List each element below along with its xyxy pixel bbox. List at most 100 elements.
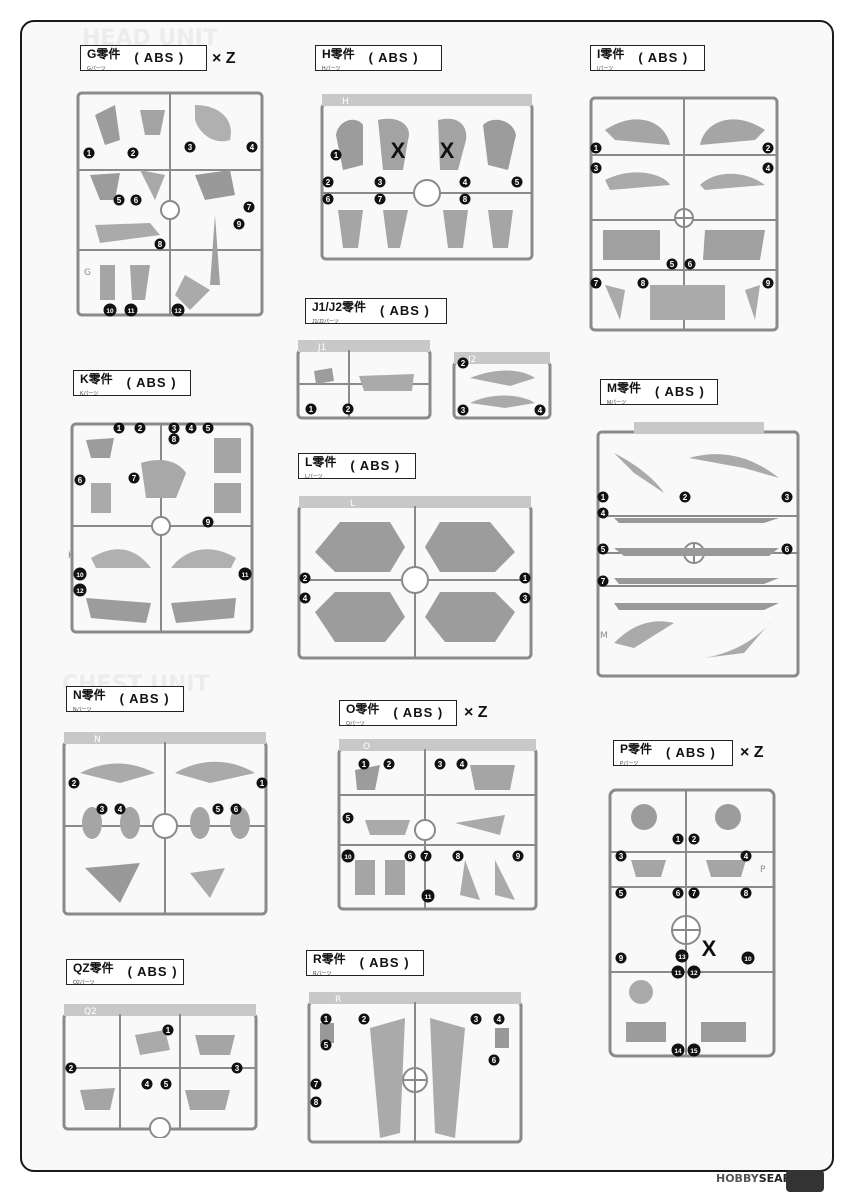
- part-number-badge: 3: [590, 162, 602, 174]
- svg-text:7: 7: [378, 195, 383, 204]
- section-subtitle: J1/J2パーツ: [312, 319, 339, 325]
- part-number-badge: 5: [342, 812, 354, 824]
- svg-text:4: 4: [766, 164, 771, 173]
- material-label: ( ABS ): [368, 50, 419, 65]
- section-subtitle: Nパーツ: [73, 707, 92, 713]
- part-number-badge: 5: [160, 1078, 172, 1090]
- svg-text:8: 8: [456, 852, 461, 861]
- svg-text:4: 4: [538, 406, 543, 415]
- part-number-badge: 1: [590, 142, 602, 154]
- part-number-badge: 9: [202, 516, 214, 528]
- svg-text:12: 12: [174, 308, 182, 315]
- section-title: J1/J2零件: [312, 300, 367, 314]
- part-number-badge: 8: [459, 193, 471, 205]
- part-number-badge: 12: [73, 583, 87, 597]
- part-number-badge: 4: [459, 176, 471, 188]
- part-number-badge: 5: [320, 1039, 332, 1051]
- part-number-badge: 5: [113, 194, 125, 206]
- sprue-H: H: [320, 94, 534, 261]
- material-label: ( ABS ): [127, 964, 178, 979]
- svg-text:6: 6: [492, 1056, 497, 1065]
- part-number-badge: 2: [762, 142, 774, 154]
- svg-text:8: 8: [158, 240, 163, 249]
- svg-text:3: 3: [438, 760, 443, 769]
- section-title: I零件: [597, 47, 625, 61]
- section-title: L零件: [305, 455, 337, 469]
- part-number-badge: 3: [96, 803, 108, 815]
- part-number-badge: 6: [322, 193, 334, 205]
- svg-text:1: 1: [309, 405, 314, 414]
- svg-text:12: 12: [76, 588, 84, 595]
- section-subtitle: Oパーツ: [346, 721, 365, 727]
- sprue-M: M: [596, 422, 800, 678]
- sprue-O: O: [337, 739, 538, 911]
- sprue-letter: P: [760, 865, 766, 875]
- part-number-badge: 1: [672, 833, 684, 845]
- sprue-letter: M: [600, 631, 608, 641]
- section-subtitle: Kパーツ: [80, 391, 99, 397]
- svg-text:1: 1: [260, 779, 265, 788]
- part-number-badge: 12: [687, 965, 701, 979]
- svg-text:3: 3: [461, 406, 466, 415]
- part-number-badge: 11: [671, 965, 685, 979]
- svg-text:1: 1: [594, 144, 599, 153]
- svg-text:2: 2: [69, 1064, 74, 1073]
- svg-text:10: 10: [744, 956, 752, 963]
- svg-text:4: 4: [145, 1080, 150, 1089]
- svg-text:2: 2: [683, 493, 688, 502]
- part-number-badge: 1: [330, 149, 342, 161]
- part-number-badge: 14: [671, 1043, 685, 1057]
- multiplier-G: × Z: [212, 50, 236, 67]
- svg-text:11: 11: [128, 308, 135, 315]
- svg-text:1: 1: [601, 493, 606, 502]
- part-number-badge: 13: [675, 949, 689, 963]
- part-number-badge: 1: [519, 572, 531, 584]
- part-number-badge: 8: [637, 277, 649, 289]
- part-number-badge: 4: [534, 404, 546, 416]
- part-number-badge: 7: [597, 575, 609, 587]
- svg-text:2: 2: [326, 178, 331, 187]
- svg-text:6: 6: [676, 889, 681, 898]
- material-label: ( ABS ): [655, 384, 705, 399]
- part-number-badge: 7: [310, 1078, 322, 1090]
- part-number-badge: 6: [684, 258, 696, 270]
- sprue-letter: J1: [317, 343, 326, 353]
- svg-text:13: 13: [678, 954, 686, 961]
- svg-text:3: 3: [619, 852, 624, 861]
- svg-text:2: 2: [461, 359, 466, 368]
- section-title: H零件: [322, 47, 355, 61]
- section-subtitle: Rパーツ: [313, 971, 332, 977]
- sprue-Q2: Q2: [62, 1004, 258, 1138]
- svg-text:7: 7: [424, 852, 429, 861]
- svg-text:6: 6: [78, 476, 83, 485]
- watermark-hobby: HOBBY: [716, 1172, 759, 1185]
- part-number-badge: 8: [452, 850, 464, 862]
- part-number-badge: 8: [740, 887, 752, 899]
- part-number-badge: 5: [615, 887, 627, 899]
- exclude-x-mark: X: [391, 138, 406, 163]
- page-number-tab: [786, 1170, 824, 1192]
- part-number-badge: 2: [127, 147, 139, 159]
- part-number-badge: 10: [741, 951, 755, 965]
- svg-text:8: 8: [641, 279, 646, 288]
- part-number-badge: 7: [374, 193, 386, 205]
- part-number-badge: 6: [230, 803, 242, 815]
- svg-text:5: 5: [346, 814, 351, 823]
- svg-text:7: 7: [314, 1080, 319, 1089]
- svg-text:4: 4: [189, 424, 194, 433]
- part-number-badge: 1: [320, 1013, 332, 1025]
- part-number-badge: 2: [299, 572, 311, 584]
- svg-text:3: 3: [785, 493, 790, 502]
- part-number-badge: 3: [374, 176, 386, 188]
- svg-text:2: 2: [362, 1015, 367, 1024]
- svg-text:6: 6: [234, 805, 239, 814]
- section-title: G零件: [87, 47, 121, 61]
- svg-text:1: 1: [362, 760, 367, 769]
- svg-text:5: 5: [515, 178, 520, 187]
- part-number-badge: 11: [421, 889, 435, 903]
- svg-text:2: 2: [387, 760, 392, 769]
